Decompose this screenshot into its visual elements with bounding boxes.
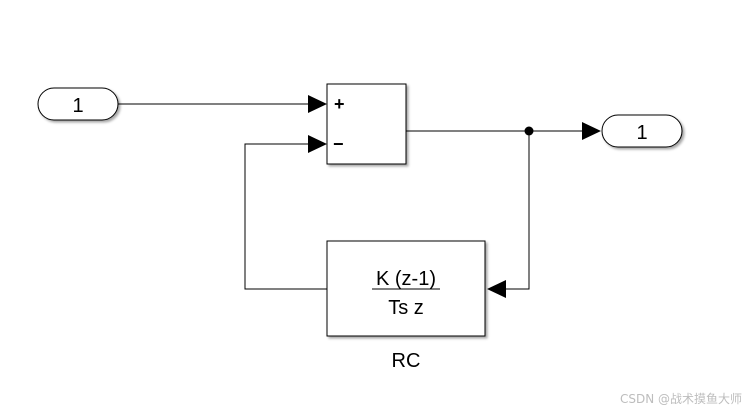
inport-label: 1 bbox=[72, 95, 83, 117]
rc-denominator: Ts z bbox=[388, 297, 424, 319]
signal-line-branch-to-rc[interactable] bbox=[506, 131, 530, 290]
rc-transfer-fcn-block[interactable]: K (z-1) Ts z bbox=[326, 240, 486, 337]
outport-label: 1 bbox=[636, 122, 647, 144]
sum-minus-sign: − bbox=[333, 134, 344, 154]
arrow-rc-input bbox=[487, 280, 506, 298]
sum-plus-sign: + bbox=[334, 94, 345, 114]
rc-block-name[interactable]: RC bbox=[392, 350, 421, 372]
watermark: CSDN @战术摸鱼大师 bbox=[619, 392, 742, 406]
sum-block[interactable]: + − bbox=[326, 83, 407, 165]
arrow-outport bbox=[582, 122, 601, 140]
rc-numerator: K (z-1) bbox=[376, 268, 436, 290]
arrow-minus-input bbox=[308, 135, 327, 153]
outport-block[interactable]: 1 bbox=[601, 114, 683, 148]
inport-block[interactable]: 1 bbox=[37, 87, 119, 121]
branch-point bbox=[524, 126, 534, 136]
arrow-plus-input bbox=[308, 95, 327, 113]
signal-line-rc-feedback[interactable] bbox=[244, 143, 327, 290]
